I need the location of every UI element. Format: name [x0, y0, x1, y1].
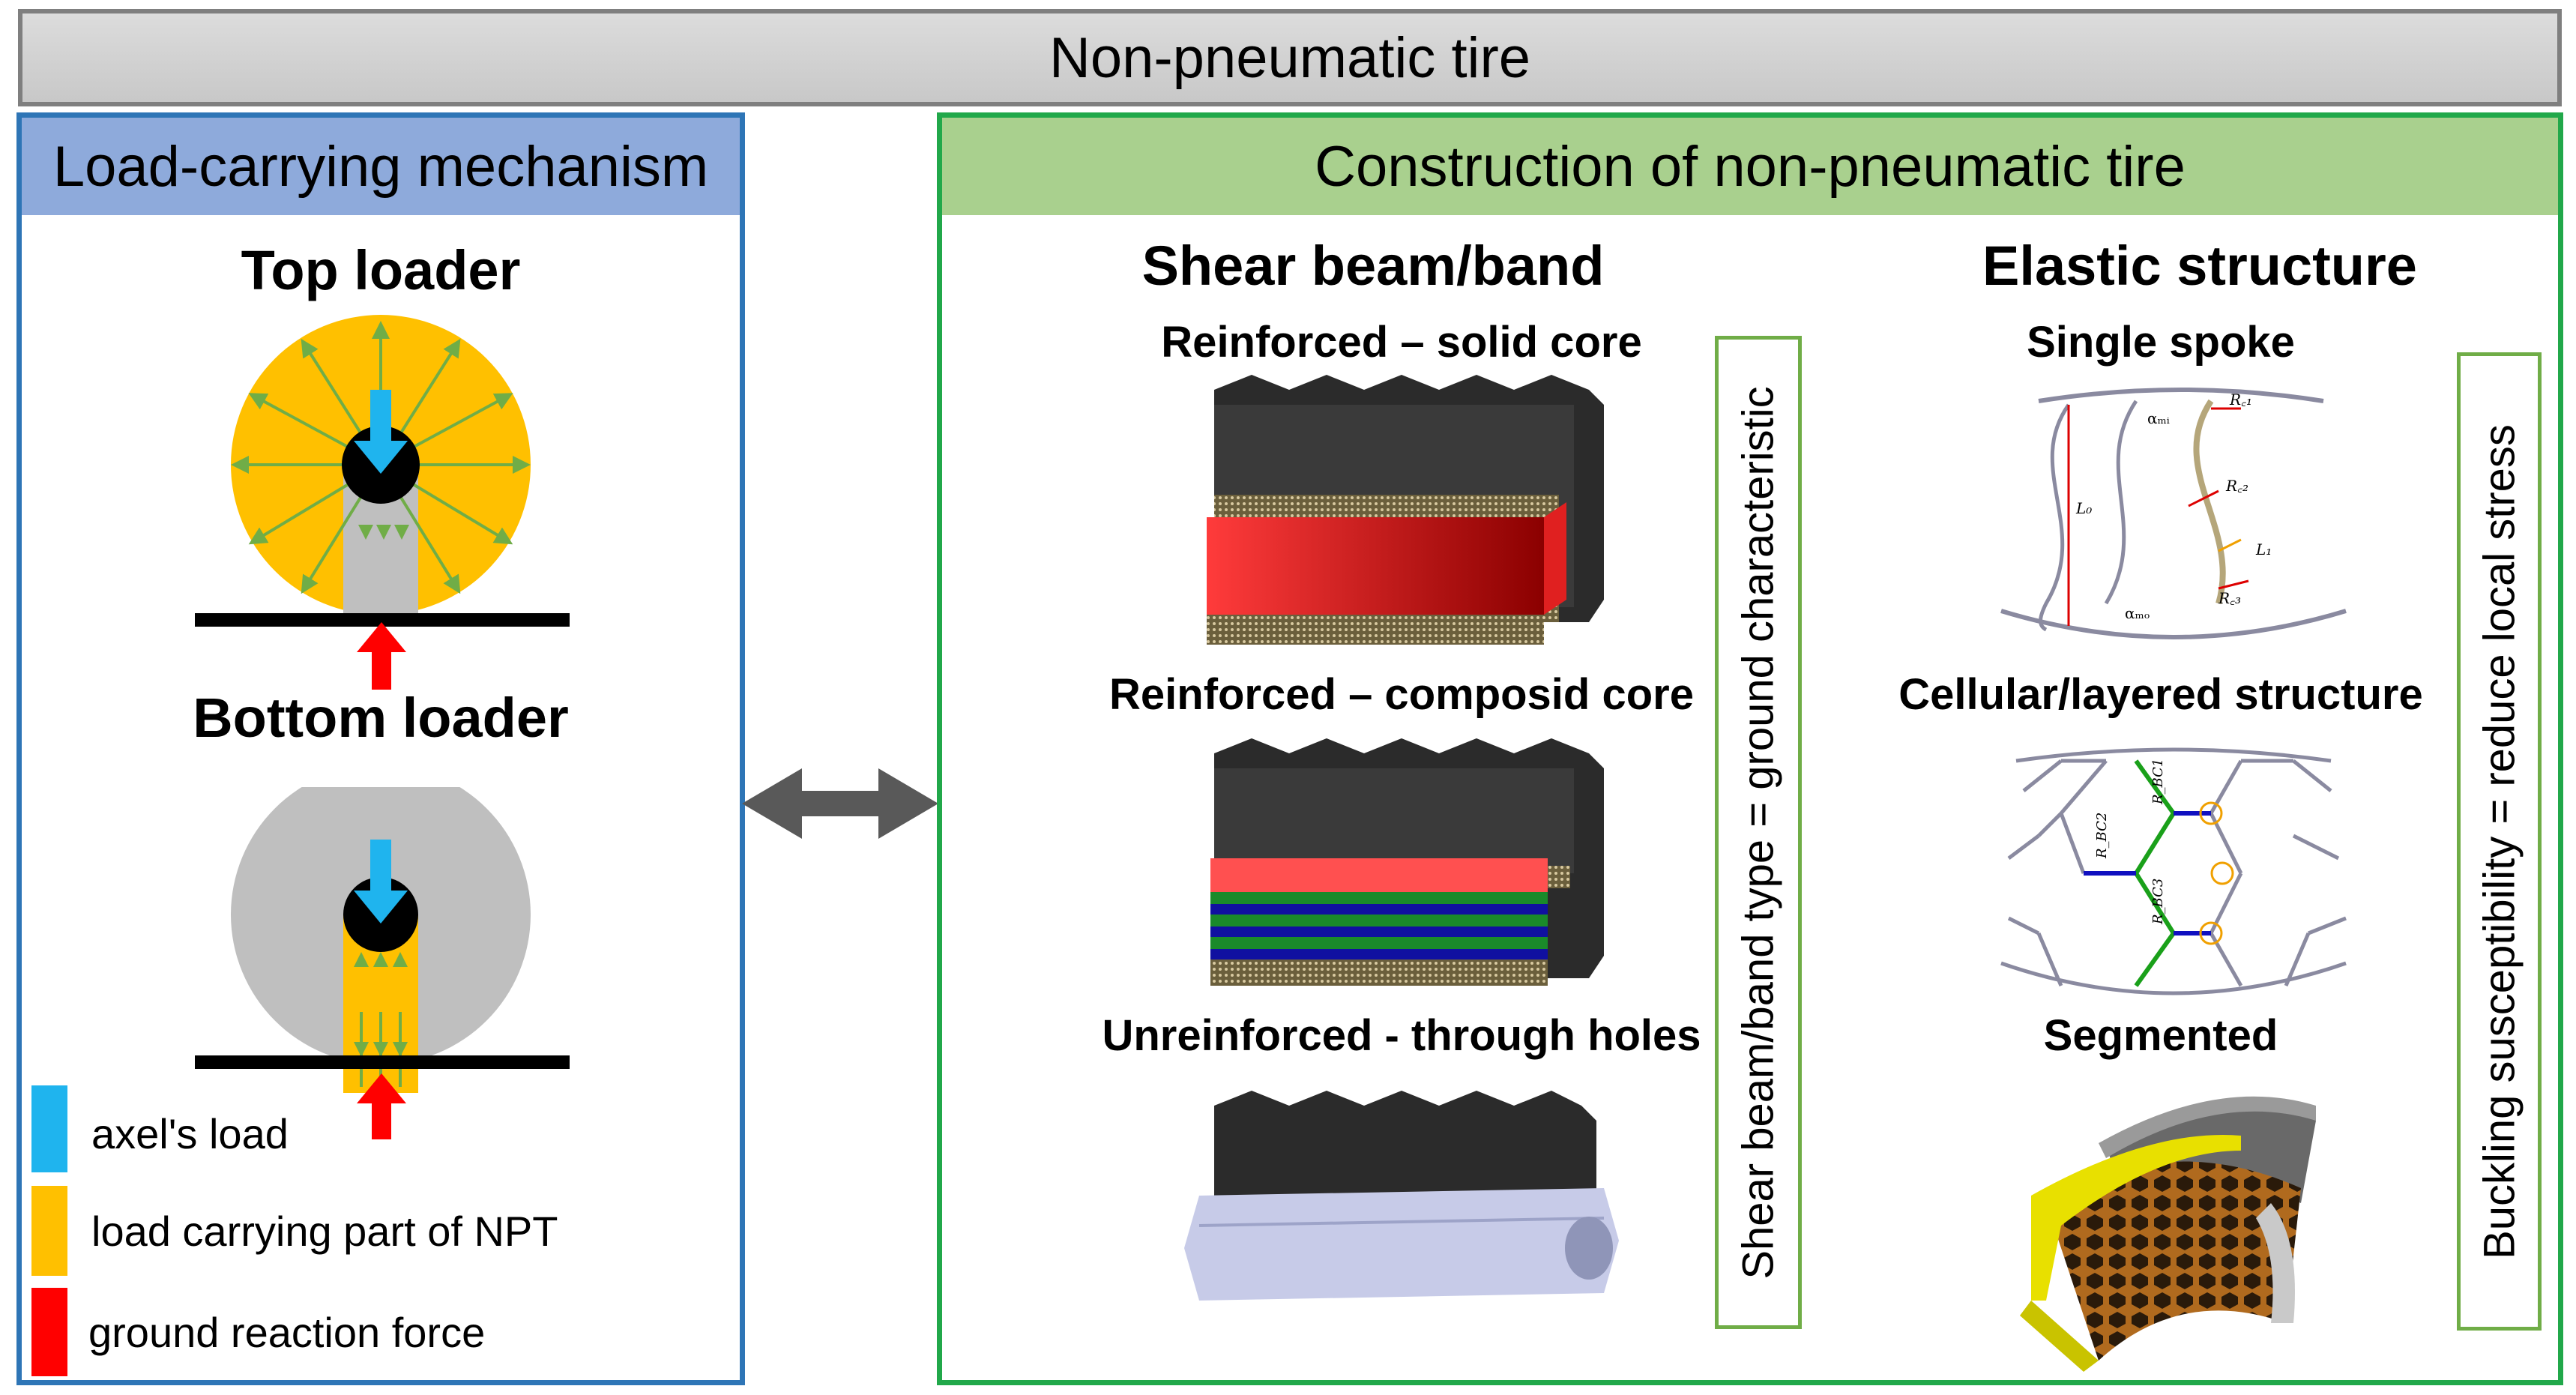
solid-core-band	[1207, 375, 1604, 645]
top-loader-diagram	[195, 315, 570, 690]
segmented-label: Segmented	[2043, 1011, 2278, 1060]
legend-label-ground-reaction: ground reaction force	[88, 1309, 486, 1356]
legend-swatch-load-carrying	[31, 1186, 67, 1276]
legend-label-axel-load: axel's load	[91, 1110, 289, 1157]
top-loader-title: Top loader	[241, 239, 521, 301]
solid-core-label: Reinforced – solid core	[1161, 318, 1642, 367]
composite-core-band	[1210, 738, 1604, 986]
legend-swatch-ground-reaction	[31, 1288, 67, 1376]
svg-text:R_BC2: R_BC2	[2094, 813, 2110, 859]
elastic-side-label: Buckling susceptibility = reduce local s…	[2475, 424, 2524, 1259]
construction-heading: Construction of non-pneumatic tire	[942, 118, 2558, 215]
single-spoke-label: Single spoke	[2027, 318, 2295, 367]
svg-text:R_BC3: R_BC3	[2150, 879, 2166, 925]
legend-label-load-carrying: load carrying part of NPT	[91, 1208, 558, 1255]
segmented-structure-model	[2020, 1096, 2316, 1372]
svg-text:L₀: L₀	[2075, 499, 2092, 517]
svg-text:R꜀₂: R꜀₂	[2225, 477, 2248, 495]
elastic-structure-title: Elastic structure	[1982, 235, 2417, 297]
svg-text:L₁: L₁	[2255, 540, 2272, 558]
shear-side-box: Shear beam/band type = ground characteri…	[1715, 336, 1802, 1329]
single-spoke-diagram: L₀ αₘᵢ R꜀₁ R꜀₂ L₁ R꜀₃ αₘₒ	[2000, 388, 2347, 639]
composite-core-label: Reinforced – composid core	[1109, 670, 1694, 719]
shear-beam-title: Shear beam/band	[1141, 235, 1605, 297]
cellular-structure-diagram: R_BC1 R_BC2 R_BC3	[2000, 747, 2347, 995]
svg-text:R꜀₃: R꜀₃	[2218, 589, 2241, 607]
through-holes-label: Unreinforced - through holes	[1102, 1011, 1701, 1060]
svg-text:R_BC1: R_BC1	[2150, 759, 2166, 805]
double-arrow-icon	[742, 768, 938, 839]
svg-text:R꜀₁: R꜀₁	[2229, 391, 2252, 409]
shear-side-label: Shear beam/band type = ground characteri…	[1734, 385, 1783, 1280]
elastic-side-box: Buckling susceptibility = reduce local s…	[2457, 352, 2542, 1331]
through-holes-band	[1184, 1091, 1619, 1301]
legend-swatch-axel-load	[31, 1085, 67, 1172]
svg-text:αₘₒ: αₘₒ	[2125, 604, 2150, 622]
bottom-loader-diagram	[195, 787, 570, 1139]
load-carrying-heading: Load-carrying mechanism	[22, 118, 740, 215]
cellular-structure-label: Cellular/layered structure	[1898, 670, 2423, 719]
main-title: Non-pneumatic tire	[18, 9, 2562, 106]
bottom-loader-title: Bottom loader	[193, 687, 569, 749]
svg-text:αₘᵢ: αₘᵢ	[2147, 409, 2170, 427]
